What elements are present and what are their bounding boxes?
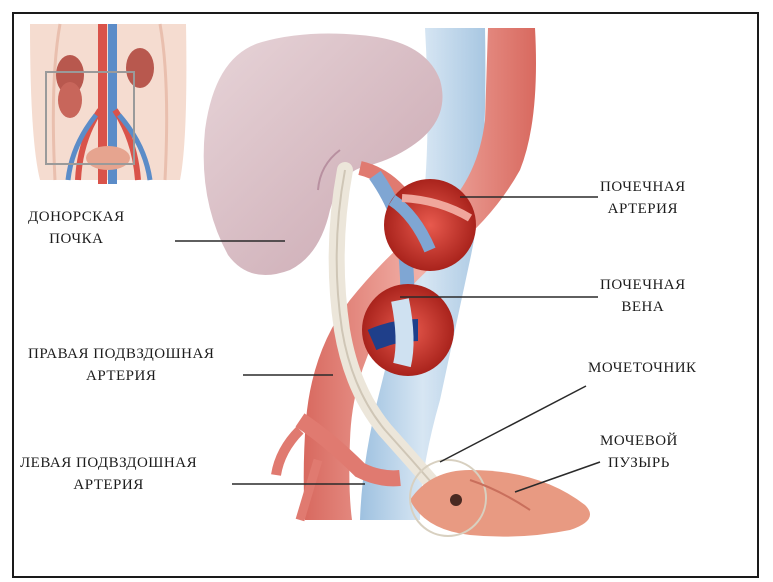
label-left-iliac-artery: ЛЕВАЯ ПОДВЗДОШНАЯ АРТЕРИЯ bbox=[20, 452, 197, 496]
anastomosis-vein-circle bbox=[362, 284, 454, 376]
label-right-iliac-artery: ПРАВАЯ ПОДВЗДОШНАЯ АРТЕРИЯ bbox=[28, 343, 214, 387]
leader-bladder bbox=[515, 462, 600, 492]
label-donor-kidney: ДОНОРСКАЯ ПОЧКА bbox=[28, 206, 125, 250]
label-ureter: МОЧЕТОЧНИК bbox=[588, 357, 697, 379]
label-renal-vein: ПОЧЕЧНАЯ ВЕНА bbox=[600, 274, 686, 318]
body-inset-thumbnail bbox=[30, 24, 186, 184]
bladder-shape bbox=[410, 460, 590, 537]
anastomosis-artery-circle bbox=[384, 179, 476, 271]
leader-ureter bbox=[440, 386, 586, 462]
label-renal-artery: ПОЧЕЧНАЯ АРТЕРИЯ bbox=[600, 176, 686, 220]
label-bladder: МОЧЕВОЙ ПУЗЫРЬ bbox=[600, 430, 678, 474]
